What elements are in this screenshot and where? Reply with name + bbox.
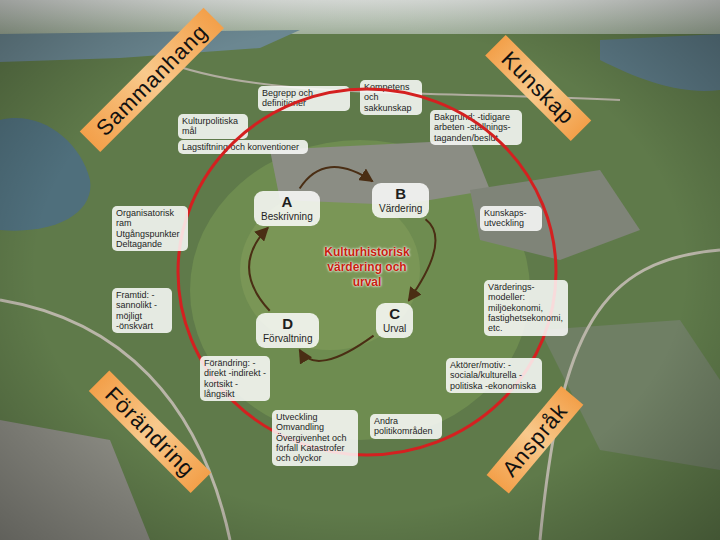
step-box: DFörvaltning (256, 313, 319, 348)
step-letter: D (263, 316, 312, 333)
node-text: Värderings- modeller: miljöekonomi, fast… (488, 282, 564, 334)
text-box: Kunskaps- utveckling (480, 206, 542, 231)
node-text: Kunskaps- utveckling (484, 208, 538, 229)
text-box: Aktörer/motiv: -sociala/kulturella -poli… (446, 358, 542, 393)
text-box: Kompetens och sakkunskap (360, 80, 422, 115)
text-box: Kulturpolitiska mål (178, 114, 248, 139)
node-text: Andra politikområden (374, 416, 438, 437)
node-text: Kompetens och sakkunskap (364, 82, 418, 113)
node-text: Lagstiftning och konventioner (182, 142, 304, 152)
text-box: Bakgrund: -tidigare arbeten -ställnings-… (430, 110, 522, 145)
text-box: Framtid: -sannolikt -möjligt -önskvärt (112, 288, 172, 333)
step-box: CUrval (376, 303, 413, 338)
step-label: Förvaltning (263, 333, 312, 345)
step-label: Beskrivning (261, 211, 313, 223)
node-text: Utveckling Omvandling Övergivenhet och f… (276, 412, 354, 464)
text-box: Organisatorisk ram Utgångspunkter Deltag… (112, 206, 188, 251)
node-text: Organisatorisk ram Utgångspunkter Deltag… (116, 208, 184, 249)
step-letter: A (261, 194, 313, 211)
text-box: Förändring: -direkt -indirekt -kortsikt … (200, 356, 270, 401)
step-letter: B (379, 186, 422, 203)
step-label: Värdering (379, 203, 422, 215)
cycle-arrow (249, 228, 270, 311)
cycle-arrow (300, 167, 373, 189)
step-box: ABeskrivning (254, 191, 320, 226)
text-box: Lagstiftning och konventioner (178, 140, 308, 154)
step-letter: C (383, 306, 406, 323)
circle-outline (178, 89, 556, 455)
node-text: Förändring: -direkt -indirekt -kortsikt … (204, 358, 266, 399)
text-box: Värderings- modeller: miljöekonomi, fast… (484, 280, 568, 336)
node-text: Aktörer/motiv: -sociala/kulturella -poli… (450, 360, 538, 391)
center-title: Kulturhistorisk värdering och urval (319, 245, 415, 290)
node-text: Framtid: -sannolikt -möjligt -önskvärt (116, 290, 168, 331)
step-box: BVärdering (372, 183, 429, 218)
node-text: Kulturpolitiska mål (182, 116, 244, 137)
text-box: Utveckling Omvandling Övergivenhet och f… (272, 410, 358, 466)
text-box: Andra politikområden (370, 414, 442, 439)
cycle-arrow (409, 219, 436, 300)
step-label: Urval (383, 323, 406, 335)
red-circle: Kulturhistorisk värdering och urval ABesk… (176, 87, 558, 457)
node-text: Bakgrund: -tidigare arbeten -ställnings-… (434, 112, 518, 143)
